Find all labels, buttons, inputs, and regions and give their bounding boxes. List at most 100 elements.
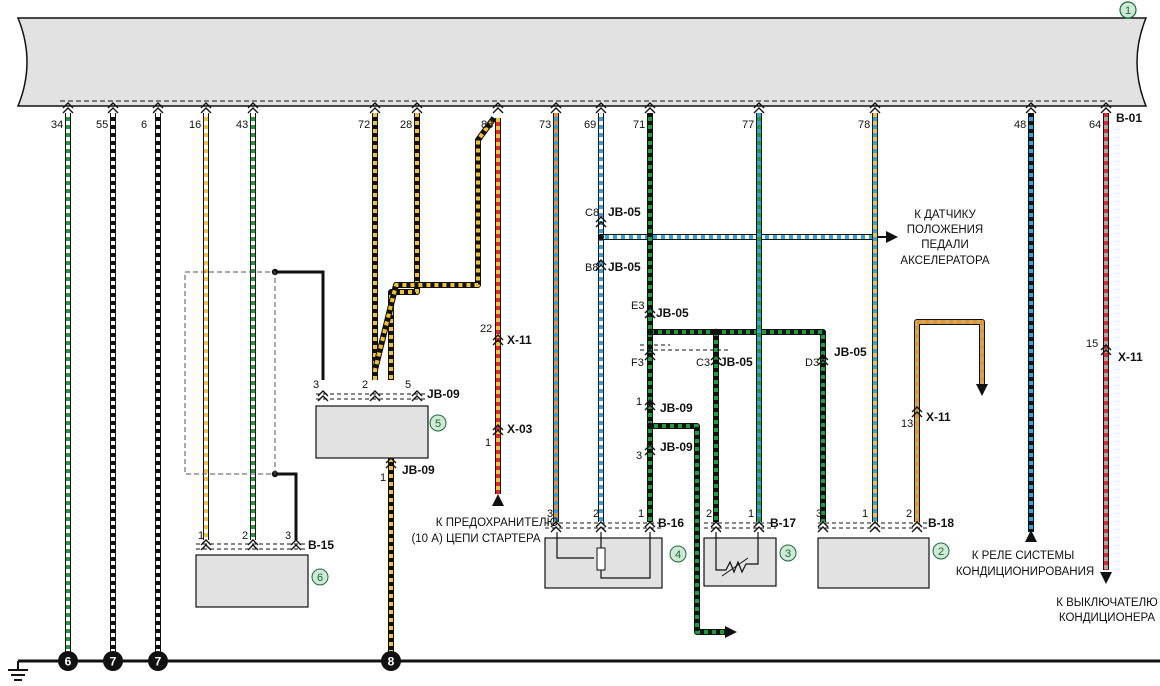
connector-chevron	[911, 406, 923, 418]
ecu-pin-88: 88	[481, 119, 493, 131]
b8-pin: B8	[585, 262, 598, 274]
x11b-conn: X-11	[926, 410, 951, 424]
junction-labels: C8 JB-05 B8 JB-05 E3 JB-05 F3 C3 JB-05 D…	[480, 205, 1143, 462]
wire-end-arrow	[1100, 572, 1112, 584]
x03-pin: 1	[485, 437, 491, 449]
connector-chevron	[644, 521, 656, 533]
note-ac-switch: К ВЫКЛЮЧАТЕЛЮ КОНДИЦИОНЕРА	[1056, 597, 1158, 624]
e3-conn: JB-05	[656, 306, 689, 320]
component-5-connector-top: JB-09	[427, 387, 460, 401]
connector-chevron	[644, 307, 656, 319]
component-4: 4 B-16 3 2 1	[544, 508, 687, 589]
ecu-pin-78: 78	[858, 119, 870, 131]
ecu-pin-16: 16	[189, 119, 201, 131]
connector-chevron	[644, 399, 656, 411]
component-5-pin3: 3	[313, 379, 319, 391]
connector-chevron	[869, 521, 881, 533]
ecu-pin-chevron	[550, 102, 562, 114]
ecu-pin-chevron	[644, 102, 656, 114]
component-2-pin2: 2	[906, 508, 912, 520]
f3-pin: F3	[631, 357, 644, 369]
component-3-pin2: 2	[706, 508, 712, 520]
wire-71-out	[650, 423, 725, 635]
component-2-ref: 2	[938, 546, 944, 558]
ecu-pin-77: 77	[742, 119, 754, 131]
ecu-pin-6: 6	[141, 119, 147, 131]
component-4-pin2: 2	[593, 508, 599, 520]
component-6-pin3: 3	[285, 530, 291, 542]
ground-point-7: 7	[148, 651, 168, 671]
ground-ref-label: 7	[110, 655, 117, 669]
component-4-pin3: 3	[547, 508, 553, 520]
ecu-pin-chevron	[595, 102, 607, 114]
x11b-pin: 13	[901, 418, 913, 430]
component-6-pin1: 1	[198, 530, 204, 542]
component-5-connector-bottom: JB-09	[402, 463, 435, 477]
x11c-pin: 15	[1086, 338, 1098, 350]
note-switch-line1: К ВЫКЛЮЧАТЕЛЮ	[1056, 597, 1158, 609]
connector-chevron	[411, 390, 423, 402]
note-relay-line1: К РЕЛЕ СИСТЕМЫ	[972, 550, 1075, 562]
e3-pin: E3	[631, 300, 644, 312]
wire-shield-bottom	[275, 472, 298, 540]
component-3-ref: 3	[785, 548, 791, 560]
ecu-pin-72: 72	[358, 119, 370, 131]
note-pedal-line1: К ДАТЧИКУ	[914, 209, 976, 221]
component-5-ref: 5	[435, 418, 441, 430]
ground-point-8: 8	[381, 651, 401, 671]
ground-ref-label: 8	[388, 655, 395, 669]
ecu-pin-chevron	[1100, 102, 1112, 114]
note-relay-line2: КОНДИЦИОНИРОВАНИЯ	[956, 566, 1094, 578]
x03-conn: X-03	[507, 422, 533, 436]
ecu-ref-label: 1	[1125, 5, 1131, 17]
component-4-ref: 4	[675, 549, 681, 561]
ecu-pin-55: 55	[96, 119, 108, 131]
wire-71-branch	[650, 329, 826, 522]
ecu-pin-chevron	[1025, 102, 1037, 114]
connector-chevron	[550, 521, 562, 533]
b8-conn: JB-05	[608, 260, 641, 274]
splice-dot	[712, 328, 720, 336]
connector-chevron	[595, 216, 607, 228]
ecu-pin-chevron	[492, 102, 504, 114]
ecu-pin-69: 69	[584, 119, 596, 131]
note-switch-line2: КОНДИЦИОНЕРА	[1059, 612, 1155, 624]
ecu-pin-chevron	[411, 102, 423, 114]
ground-point-6: 6	[58, 651, 78, 671]
x11a-pin: 22	[480, 323, 492, 335]
connector-chevron	[595, 259, 607, 271]
ecu-connector-label: B-01	[1116, 111, 1142, 125]
wire-end-arrow	[1025, 530, 1037, 542]
connector-chevron	[290, 539, 302, 551]
wires	[62, 102, 1112, 661]
connector-chevron	[753, 521, 765, 533]
note-fuse-line1: К ПРЕДОХРАНИТЕЛЮ	[436, 517, 559, 529]
connector-chevron	[710, 521, 722, 533]
note-starter-fuse: К ПРЕДОХРАНИТЕЛЮ (10 А) ЦЕПИ СТАРТЕРА	[411, 517, 558, 545]
connector-chevron	[200, 539, 212, 551]
ecu-pin-chevron	[369, 102, 381, 114]
ecu-pin-chevron	[62, 102, 74, 114]
connector-chevron	[644, 444, 656, 456]
wire-88-branch	[372, 116, 497, 380]
ecu-pin-chevron	[200, 102, 212, 114]
splice-dot	[646, 328, 654, 336]
connector-chevron	[492, 334, 504, 346]
ecu-unit: 1 B-01	[16, 1, 1148, 125]
component-4-connector: B-16	[658, 516, 684, 530]
wire-shield-top	[275, 270, 325, 380]
wire-end-arrow	[976, 384, 988, 396]
ecu-pin-chevron	[107, 102, 119, 114]
component-2-connector: B-18	[928, 516, 954, 530]
connector-chevron	[369, 390, 381, 402]
connector-chevron	[492, 424, 504, 436]
x11c-conn: X-11	[1118, 350, 1143, 364]
component-6-ref: 6	[317, 572, 323, 584]
connector-chevron	[817, 521, 829, 533]
ground-ref-label: 6	[65, 655, 72, 669]
component-3-pin1: 1	[748, 508, 754, 520]
note-ac-relay: К РЕЛЕ СИСТЕМЫ КОНДИЦИОНИРОВАНИЯ	[956, 550, 1094, 578]
c3-conn: JB-05	[720, 355, 753, 369]
component-6-connector: B-15	[308, 538, 334, 552]
